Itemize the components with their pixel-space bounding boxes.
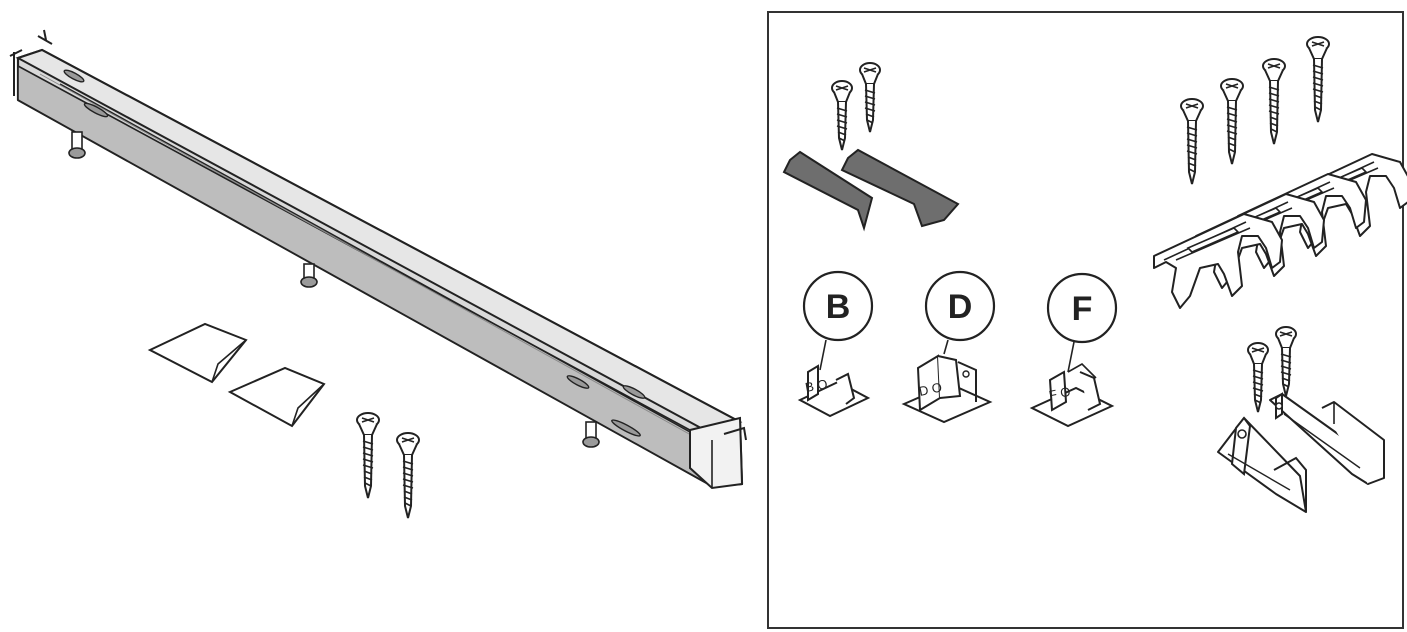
rail-end-hooks [9,29,53,96]
rail-assembly [9,29,747,490]
grip-pads [782,148,960,232]
screw-icon [396,432,420,519]
rail-pin [300,263,318,288]
bracket-stamp: F O [1048,384,1072,403]
grip-pad [840,148,960,228]
rail-slot [622,385,646,399]
rail-pin [582,421,600,448]
screw-icon [356,412,380,499]
bracket-f: F O [1029,363,1115,428]
bracket-b: B O [797,364,871,418]
callout-letter: B [826,288,851,326]
callout-letter: F [1072,290,1093,328]
callout-f: F [1046,272,1118,373]
callout-d: D [924,270,996,355]
rail-end-cap [689,416,744,490]
end-bracket [1217,416,1307,513]
rail-slot [611,419,641,437]
rail-pin [68,131,86,159]
rail-slot [63,69,85,83]
bracket-d: D O [901,354,993,424]
callout-b: B [802,270,874,371]
rail-slot [566,375,590,389]
bracket-stamp: D O [918,379,944,398]
rail-top-face [15,48,743,436]
callout-letter: D [948,288,973,326]
end-bracket [1269,392,1385,485]
grip-pad [782,150,874,232]
bracket-stamp: B O [804,376,829,395]
adhesive-sheets [147,322,326,428]
rail-slot [83,102,109,118]
